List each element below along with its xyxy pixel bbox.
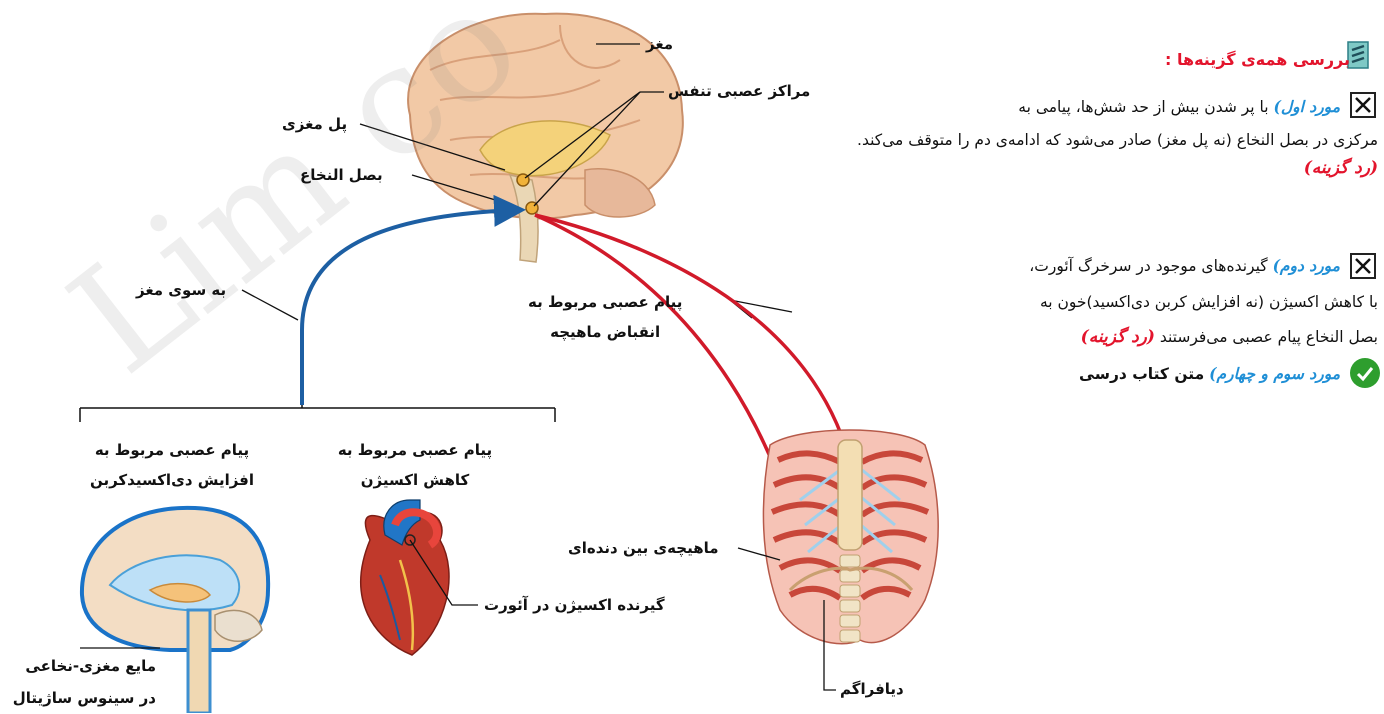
label-intercostal: ماهیچه‌ی بین دنده‌ای bbox=[568, 539, 719, 557]
check-icon bbox=[1350, 358, 1380, 388]
label-co2-message: پیام عصبی مربوط به افزایش دی‌اکسیدکربن bbox=[82, 435, 262, 495]
label-medulla: بصل النخاع bbox=[300, 166, 383, 184]
item2-line2: با کاهش اکسیژن (نه افزایش کربن دی‌اکسید)… bbox=[1040, 293, 1378, 311]
label-diaphragm: دیافراگم bbox=[840, 680, 904, 698]
label-csf: مایع مغزی-نخاعی در سینوس ساژیتال bbox=[6, 650, 156, 714]
review-heading: بررسی همه‌ی گزینه‌ها : bbox=[1165, 50, 1350, 69]
item1-reject: (رد گزینه) bbox=[1304, 158, 1378, 178]
ribcage-illustration bbox=[763, 430, 938, 644]
label-pons: پل مغزی bbox=[282, 115, 347, 133]
heart-illustration bbox=[361, 500, 449, 655]
label-muscle-message: پیام عصبی مربوط به انقباض ماهیچه bbox=[528, 287, 682, 347]
label-respiratory-centers: مراکز عصبی تنفس bbox=[668, 82, 810, 100]
item2-line1: مورد دوم) گیرنده‌های موجود در سرخرگ آئور… bbox=[1029, 256, 1340, 275]
wrong-mark-icon bbox=[1350, 92, 1376, 118]
label-o2-message: پیام عصبی مربوط به کاهش اکسیژن bbox=[330, 435, 500, 495]
label-aorta-receptor: گیرنده اکسیژن در آئورت bbox=[484, 596, 665, 614]
item3-line: مورد سوم و چهارم) متن کتاب درسی bbox=[1079, 364, 1340, 383]
item1-line2: مرکزی در بصل النخاع (نه پل مغز) صادر می‌… bbox=[857, 131, 1378, 149]
item2-line3: بصل النخاع پیام عصبی می‌فرستند (رد گزینه… bbox=[1081, 327, 1378, 347]
label-to-brain: به سوی مغز bbox=[136, 281, 226, 299]
wrong-mark-icon bbox=[1350, 253, 1376, 279]
item1-line1: مورد اول) با پر شدن بیش از حد شش‌ها، پیا… bbox=[1018, 97, 1340, 116]
label-brain: مغز bbox=[646, 35, 673, 53]
